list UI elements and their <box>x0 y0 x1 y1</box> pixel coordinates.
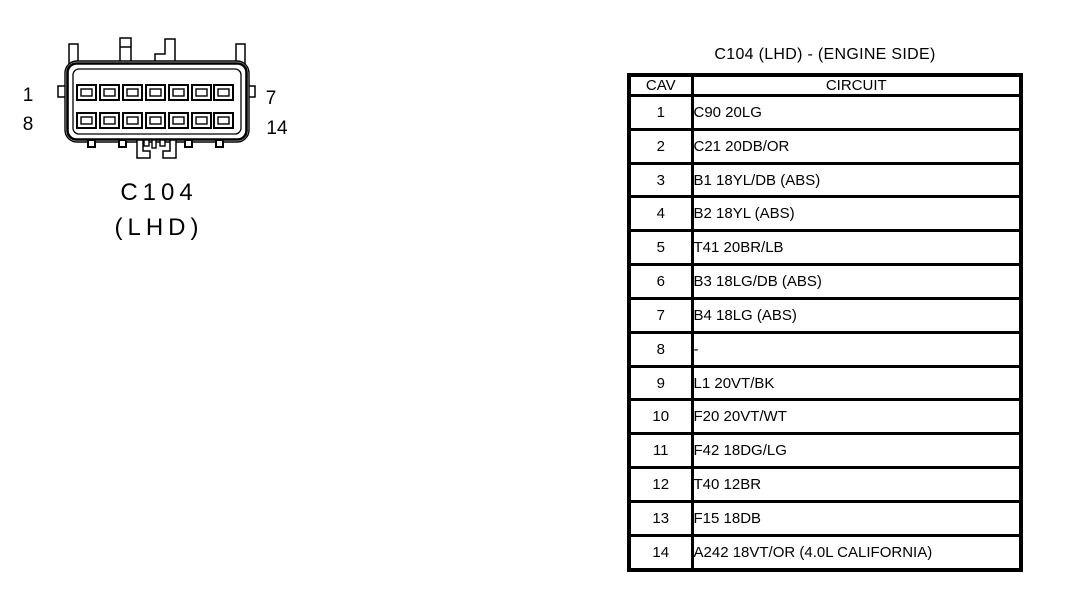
cav-cell: 12 <box>627 466 694 503</box>
cav-cell: 2 <box>627 127 694 165</box>
col-header-circuit: CIRCUIT <box>690 73 1023 97</box>
pin-label-1: 1 <box>23 85 34 106</box>
circuit-cell: - <box>690 330 1023 368</box>
connector-top-tabs <box>68 37 246 67</box>
circuit-cell: T41 20BR/LB <box>690 229 1023 267</box>
connector-name: C104 <box>120 179 197 206</box>
circuit-cell: B2 18YL (ABS) <box>690 195 1023 233</box>
connector-body <box>64 60 250 143</box>
cav-cell: 10 <box>627 398 694 436</box>
cav-cell: 4 <box>627 195 694 233</box>
circuit-cell: F15 18DB <box>690 499 1023 537</box>
circuit-cell: B4 18LG (ABS) <box>690 296 1023 334</box>
cav-cell: 5 <box>627 229 694 267</box>
table-row: 8- <box>627 330 1023 368</box>
circuit-cell: A242 18VT/OR (4.0L CALIFORNIA) <box>690 533 1023 572</box>
cav-cell: 13 <box>627 499 694 537</box>
cav-cell: 7 <box>627 296 694 334</box>
cav-cell: 3 <box>627 161 694 199</box>
cav-cell: 11 <box>627 432 694 470</box>
circuit-cell: F42 18DG/LG <box>690 432 1023 470</box>
pin-label-7: 7 <box>266 88 277 109</box>
connector-bottom-tabs <box>87 139 224 159</box>
cav-cell: 1 <box>627 94 694 131</box>
connector-variant: (LHD) <box>115 214 204 241</box>
cav-cell: 6 <box>627 263 694 300</box>
table-title: C104 (LHD) - (ENGINE SIDE) <box>714 46 936 63</box>
circuit-cell: B3 18LG/DB (ABS) <box>690 263 1023 300</box>
pin-label-14: 14 <box>266 118 288 139</box>
circuit-cell: C21 20DB/OR <box>690 127 1023 165</box>
pinout-table-section: C104 (LHD) - (ENGINE SIDE) CAV CIRCUIT 1… <box>627 46 1023 572</box>
header-row: CAV CIRCUIT <box>627 73 1023 97</box>
circuit-cell: F20 20VT/WT <box>690 398 1023 436</box>
pin-label-8: 8 <box>23 114 34 135</box>
cav-cell: 8 <box>627 330 694 368</box>
connector-diagram: 1 8 7 14 C104 (LHD) <box>23 37 288 241</box>
circuit-cell: C90 20LG <box>690 94 1023 131</box>
col-header-cav: CAV <box>627 73 694 97</box>
circuit-cell: L1 20VT/BK <box>690 364 1023 402</box>
cav-cell: 14 <box>627 533 694 572</box>
circuit-cell: B1 18YL/DB (ABS) <box>690 161 1023 199</box>
cav-cell: 9 <box>627 364 694 402</box>
circuit-cell: T40 12BR <box>690 466 1023 503</box>
